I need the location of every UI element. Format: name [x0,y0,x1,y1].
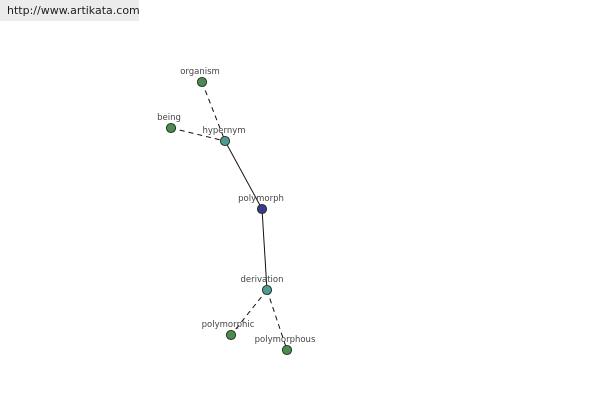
node-polymorphous[interactable] [281,344,293,356]
edges-layer [170,81,288,351]
node-label-derivation[interactable]: derivation [240,275,283,285]
node-organism[interactable] [196,76,208,88]
node-hypernym[interactable] [219,135,231,147]
labels-layer: organism being hypernym polymorph derivation… [157,67,316,345]
node-label-polymorph[interactable]: polymorph [238,194,284,204]
node-polymorph[interactable] [256,203,268,215]
node-label-polymorphous[interactable]: polymorphous [255,335,316,345]
edge-being-hypernym [170,127,226,142]
node-label-polymorphic[interactable]: polymorphic [202,320,255,330]
edge-organism-hypernym [201,81,226,142]
node-label-hypernym[interactable]: hypernym [202,126,245,136]
node-label-being[interactable]: being [157,113,181,123]
edge-derivation-polymorphic [230,289,268,336]
node-derivation[interactable] [261,284,273,296]
edge-polymorph-derivation [261,208,268,291]
edge-hypernym-polymorph [224,140,263,210]
edge-derivation-polymorphous [266,289,288,351]
node-being[interactable] [165,122,177,134]
node-label-organism[interactable]: organism [180,67,220,77]
source-url[interactable]: http://www.artikata.com [7,4,140,17]
nodes-layer [165,76,293,356]
node-polymorphic[interactable] [225,329,237,341]
source-url-banner: http://www.artikata.com [0,0,140,21]
